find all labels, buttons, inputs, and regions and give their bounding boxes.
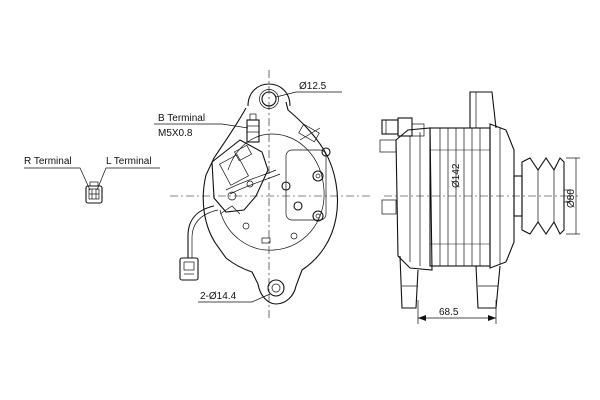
r-terminal-label: R Terminal bbox=[24, 156, 72, 167]
b-terminal-leader bbox=[154, 123, 249, 129]
mount-arrow-right bbox=[488, 315, 496, 321]
connector-plug bbox=[85, 181, 103, 204]
mount-dimension: 68.5 bbox=[439, 307, 459, 318]
pulley-dimension: Ø80 bbox=[566, 189, 577, 208]
top-hole-leader bbox=[275, 91, 342, 98]
b-terminal-thread: M5X0.8 bbox=[158, 128, 193, 139]
alternator-side-view bbox=[379, 91, 578, 309]
mount-arrow-left bbox=[418, 315, 426, 321]
top-hole-dimension: Ø12.5 bbox=[299, 81, 327, 92]
alternator-front-view bbox=[170, 70, 370, 318]
l-terminal-label: L Terminal bbox=[106, 156, 152, 167]
l-terminal-leader bbox=[96, 167, 160, 191]
bottom-holes-dimension: 2-Ø14.4 bbox=[200, 291, 237, 302]
body-dimension: Ø142 bbox=[451, 163, 462, 188]
b-terminal-label: B Terminal bbox=[158, 113, 205, 124]
bottom-holes-leader bbox=[198, 293, 271, 303]
r-terminal-leader bbox=[24, 167, 91, 191]
